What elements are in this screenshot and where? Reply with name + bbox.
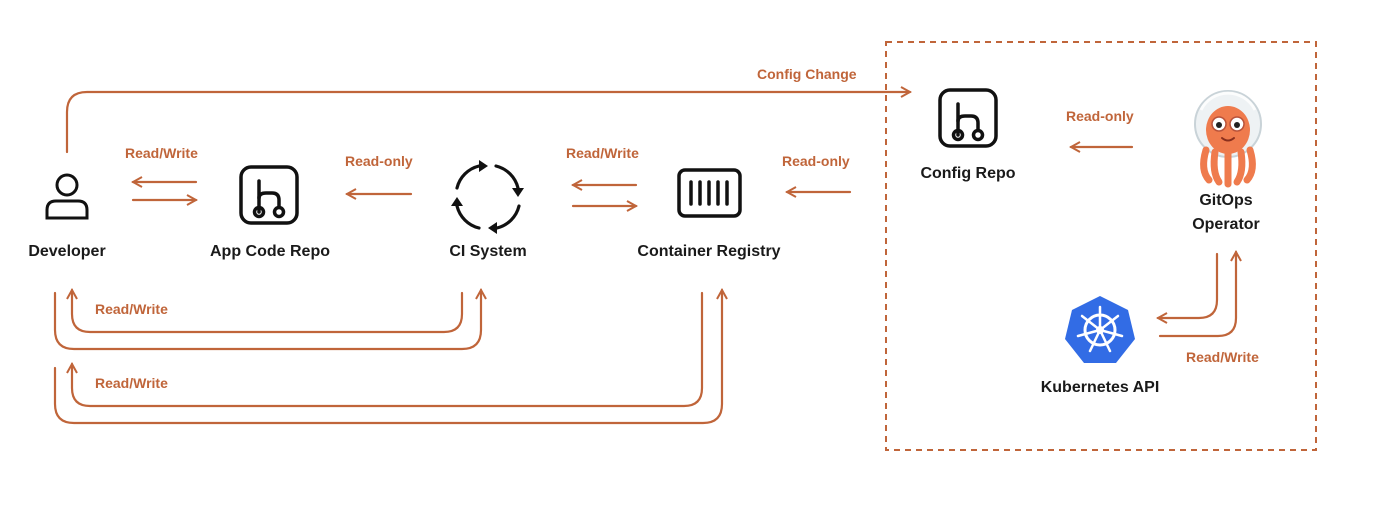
node-label-config-repo: Config Repo — [920, 165, 1016, 182]
cycle-arrowheads — [451, 160, 524, 234]
arrow-k8s-to-gitops — [1158, 252, 1236, 338]
edge-label-ci-app: Read-only — [345, 153, 413, 169]
arrow-ci-to-dev — [72, 290, 464, 334]
octopus-mascot-icon — [1194, 90, 1262, 188]
edge-label-gitops-config: Read-only — [1066, 108, 1134, 124]
node-label-gitops-line1: GitOps — [1199, 192, 1253, 209]
kubernetes-helm-icon — [1065, 296, 1135, 363]
edge-label-dev-ci: Read/Write — [95, 301, 168, 317]
node-label-gitops-line2: Operator — [1192, 216, 1260, 233]
user-icon — [45, 173, 89, 220]
arrow-registry-to-dev — [72, 291, 704, 408]
cluster-boundary — [885, 41, 1317, 451]
node-label-kubernetes-api: Kubernetes API — [1040, 379, 1160, 396]
node-label-developer: Developer — [28, 243, 106, 260]
git-repo-icon — [938, 88, 998, 148]
git-repo-icon — [239, 165, 299, 225]
edge-label-gitops-k8s: Read/Write — [1186, 349, 1259, 365]
arrow-dev-to-ci — [53, 290, 481, 351]
edge-label-ci-registry: Read/Write — [566, 145, 639, 161]
edge-label-dev-app: Read/Write — [125, 145, 198, 161]
container-icon — [677, 168, 742, 218]
node-label-app-code-repo: App Code Repo — [210, 243, 330, 260]
edge-label-config-registry: Read-only — [782, 153, 850, 169]
edge-label-dev-registry: Read/Write — [95, 375, 168, 391]
arrow-config-change — [65, 92, 910, 154]
node-label-container-registry: Container Registry — [637, 243, 781, 260]
arrow-dev-to-registry — [53, 290, 722, 425]
edge-label-config-change: Config Change — [757, 66, 857, 82]
arrow-gitops-to-k8s — [1158, 252, 1219, 318]
cycle-icon — [455, 164, 521, 230]
node-label-ci-system: CI System — [449, 243, 527, 260]
